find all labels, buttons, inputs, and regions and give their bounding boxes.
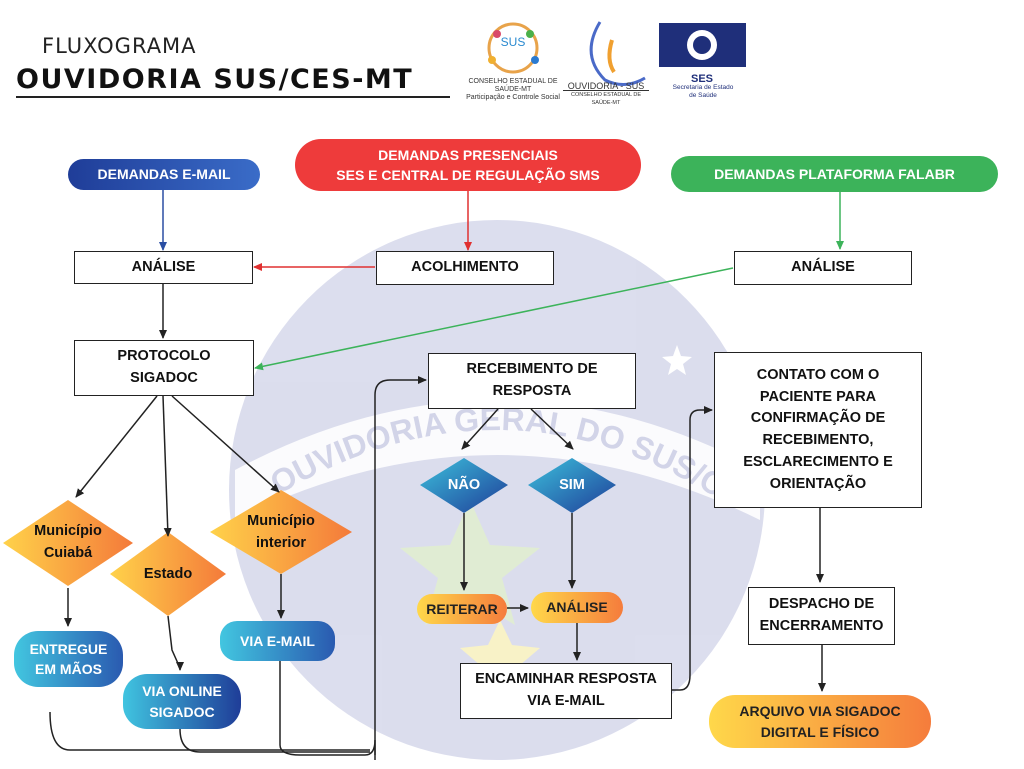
ses-logo-line2: de Saúde bbox=[689, 92, 717, 99]
ses-logo: SES bbox=[659, 23, 746, 85]
demandas-email-label: DEMANDAS E-MAIL bbox=[97, 166, 231, 183]
ces-logo: SUS bbox=[487, 22, 539, 74]
analise-right-box: ANÁLISE bbox=[734, 251, 912, 285]
reiterar-label: REITERAR bbox=[426, 600, 498, 617]
demandas-presenciais-label: DEMANDAS PRESENCIAIS SES E CENTRAL DE RE… bbox=[336, 146, 600, 183]
via-online-sigadoc-label: VIA ONLINE SIGADOC bbox=[142, 683, 222, 720]
demandas-presenciais-pill bbox=[295, 139, 641, 191]
analise-left-box: ANÁLISE bbox=[74, 251, 253, 284]
svg-text:SES: SES bbox=[691, 73, 713, 85]
ses-logo-caption: Secretaria de Estado de Saúde bbox=[660, 84, 746, 100]
arquivo-pill bbox=[709, 695, 931, 748]
ces-logo-line2: Participação e Controle Social bbox=[466, 94, 560, 101]
estado-diamond bbox=[110, 532, 226, 616]
demandas-falabr-label: DEMANDAS PLATAFORMA FALABR bbox=[714, 165, 955, 182]
ces-logo-line1: CONSELHO ESTADUAL DE SAÚDE-MT bbox=[468, 78, 558, 93]
contato-paciente-box: CONTATO COM O PACIENTE PARA CONFIRMAÇÃO … bbox=[714, 352, 922, 508]
ouvidoria-logo bbox=[589, 21, 646, 86]
flowchart-subtitle: FLUXOGRAMA bbox=[42, 34, 197, 58]
nao-diamond bbox=[420, 458, 508, 513]
protocolo-sigadoc-box: PROTOCOLO SIGADOC bbox=[74, 340, 254, 396]
arquivo-sigadoc-label: ARQUIVO VIA SIGADOC DIGITAL E FÍSICO bbox=[739, 703, 901, 740]
via-online-pill bbox=[123, 674, 241, 729]
encaminhar-resposta-box: ENCAMINHAR RESPOSTA VIA E-MAIL bbox=[460, 663, 672, 719]
municipio-cuiaba-diamond bbox=[3, 500, 133, 586]
ces-logo-caption: CONSELHO ESTADUAL DE SAÚDE-MT Participaç… bbox=[463, 78, 563, 102]
analise-mid-label: ANÁLISE bbox=[546, 599, 608, 616]
ses-logo-line1: Secretaria de Estado bbox=[672, 84, 734, 91]
ouvidoria-logo-caption: OUVIDORIA - SUS CONSELHO ESTADUAL DE SAÚ… bbox=[563, 82, 649, 107]
despacho-encerramento-box: DESPACHO DE ENCERRAMENTO bbox=[748, 587, 895, 645]
analise-mid-pill bbox=[531, 592, 623, 623]
sim-diamond bbox=[528, 458, 616, 513]
recebimento-resposta-box: RECEBIMENTO DE RESPOSTA bbox=[428, 353, 636, 409]
flowchart-title: OUVIDORIA SUS/CES-MT bbox=[16, 64, 414, 95]
entregue-maos-pill bbox=[14, 631, 123, 687]
municipio-interior-diamond bbox=[210, 490, 352, 574]
svg-text:SUS: SUS bbox=[501, 35, 526, 49]
via-email-pill bbox=[220, 621, 335, 661]
entregue-maos-label: ENTREGUE EM MÃOS bbox=[29, 640, 108, 677]
via-email-label: VIA E-MAIL bbox=[240, 632, 315, 649]
connectors bbox=[49, 190, 844, 760]
title-underline bbox=[16, 96, 450, 98]
acolhimento-box: ACOLHIMENTO bbox=[376, 251, 554, 285]
demandas-falabr-pill bbox=[671, 156, 998, 192]
demandas-email-pill bbox=[68, 159, 260, 190]
ouvidoria-logo-line1: OUVIDORIA - SUS bbox=[563, 82, 649, 91]
ouvidoria-logo-line2: CONSELHO ESTADUAL DE SAÚDE-MT bbox=[571, 92, 641, 106]
reiterar-pill bbox=[417, 594, 507, 624]
